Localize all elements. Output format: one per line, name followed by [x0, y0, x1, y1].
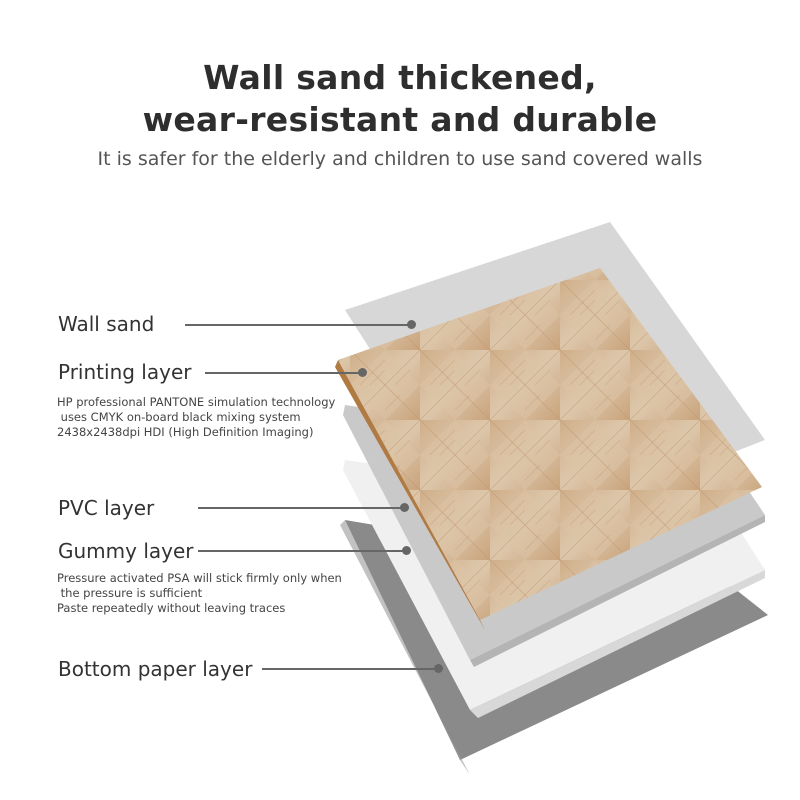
gummy-layer-label: Gummy layer [58, 539, 194, 563]
gummy-layer-description-3: Paste repeatedly without leaving traces [57, 601, 286, 615]
printing-layer-label: Printing layer [58, 360, 192, 384]
printing-layer-sheet [338, 268, 762, 620]
bottom-paper-sheet-edge [340, 520, 470, 775]
gummy-layer-description-2: the pressure is sufficient [57, 586, 203, 600]
pvc-layer-sheet-edge [470, 515, 765, 667]
bottom-paper-layer-marker [434, 664, 443, 673]
wall-sand-leader-line [185, 324, 411, 326]
printing-layer-edge [335, 360, 485, 630]
printing-layer-shade [338, 268, 762, 620]
gummy-layer-sheet-edge [470, 570, 765, 718]
printing-layer-description-3: 2438x2438dpi HDI (High Definition Imagin… [57, 425, 314, 439]
printing-layer-leader-line [205, 372, 362, 374]
printing-layer-description-1: HP professional PANTONE simulation techn… [57, 395, 336, 409]
printing-layer-marker [358, 368, 367, 377]
headline-line-2: wear-resistant and durable [142, 100, 658, 139]
bottom-paper-layer-leader-line [262, 668, 438, 670]
gummy-layer-marker [402, 546, 411, 555]
wall-sand-label: Wall sand [58, 312, 155, 336]
wall-sand-marker [407, 320, 416, 329]
printing-layer-description-2: uses CMYK on-board black mixing system [57, 410, 301, 424]
pvc-layer-marker [400, 503, 409, 512]
headline-line-1: Wall sand thickened, [203, 58, 597, 97]
pvc-layer-label: PVC layer [58, 496, 155, 520]
bottom-paper-layer-label: Bottom paper layer [58, 657, 253, 681]
pvc-layer-leader-line [198, 507, 404, 509]
gummy-layer-leader-line [198, 550, 406, 552]
subtitle: It is safer for the elderly and children… [97, 148, 703, 170]
gummy-layer-description-1: Pressure activated PSA will stick firmly… [57, 571, 342, 585]
